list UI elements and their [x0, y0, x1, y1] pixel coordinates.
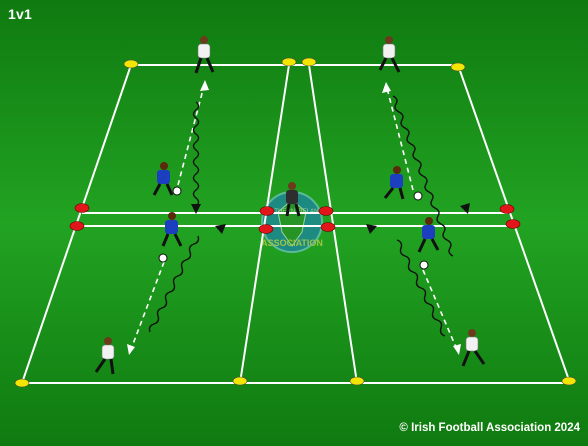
arrowhead	[200, 80, 209, 91]
ball	[419, 260, 429, 270]
player-attacker-upper-left	[152, 162, 174, 196]
red-cones	[69, 203, 521, 234]
arrowhead	[460, 203, 470, 214]
run-arrow	[396, 239, 446, 337]
arrowhead	[215, 224, 226, 234]
diagram-title: 1v1	[8, 6, 32, 22]
run-arrowheads	[191, 203, 470, 234]
crest-text-bottom: ASSOCIATION	[261, 238, 323, 248]
pass-arrows	[129, 81, 459, 353]
arrowhead	[382, 82, 391, 93]
pass-arrowheads	[127, 80, 461, 355]
red-cone	[74, 203, 90, 213]
red-cone	[505, 219, 521, 229]
yellow-cone	[123, 59, 139, 69]
arrowhead	[127, 344, 135, 355]
red-cone	[259, 206, 275, 216]
yellow-cone	[450, 62, 466, 72]
player-defender-top-right	[378, 36, 401, 73]
yellow-cone	[281, 57, 297, 67]
player-keeper-center	[285, 182, 301, 217]
red-cone	[320, 222, 336, 232]
pass-arrow	[385, 83, 414, 191]
run-arrows	[148, 95, 454, 337]
pass-arrow	[129, 261, 165, 353]
arrowhead	[191, 204, 201, 214]
player-attacker-lower-left	[161, 212, 183, 247]
copyright-credit: © Irish Football Association 2024	[399, 422, 580, 434]
run-arrow	[192, 101, 200, 207]
arrowhead	[366, 224, 377, 234]
red-cone	[258, 224, 274, 234]
balls	[158, 186, 429, 270]
arrowhead	[453, 344, 461, 355]
yellow-cone	[232, 376, 248, 386]
run-arrow	[148, 235, 200, 333]
yellow-cone	[561, 376, 577, 386]
run-arrow	[392, 95, 454, 257]
red-cone	[318, 206, 334, 216]
red-cone	[499, 204, 515, 214]
left-channel-line	[239, 64, 290, 384]
yellow-cone	[14, 378, 30, 388]
player-defender-bottom-right	[461, 329, 486, 367]
pass-arrow	[422, 269, 459, 353]
ball	[172, 186, 182, 196]
ball	[413, 191, 423, 201]
player-attacker-upper-right	[383, 166, 405, 200]
ball	[158, 253, 168, 263]
red-cone	[69, 221, 85, 231]
yellow-cone	[349, 376, 365, 386]
yellow-cones	[14, 57, 577, 388]
player-defender-bottom-left	[94, 337, 115, 375]
yellow-cone	[301, 57, 317, 67]
player-defender-top-left	[194, 36, 215, 74]
player-attacker-lower-right	[417, 217, 440, 253]
